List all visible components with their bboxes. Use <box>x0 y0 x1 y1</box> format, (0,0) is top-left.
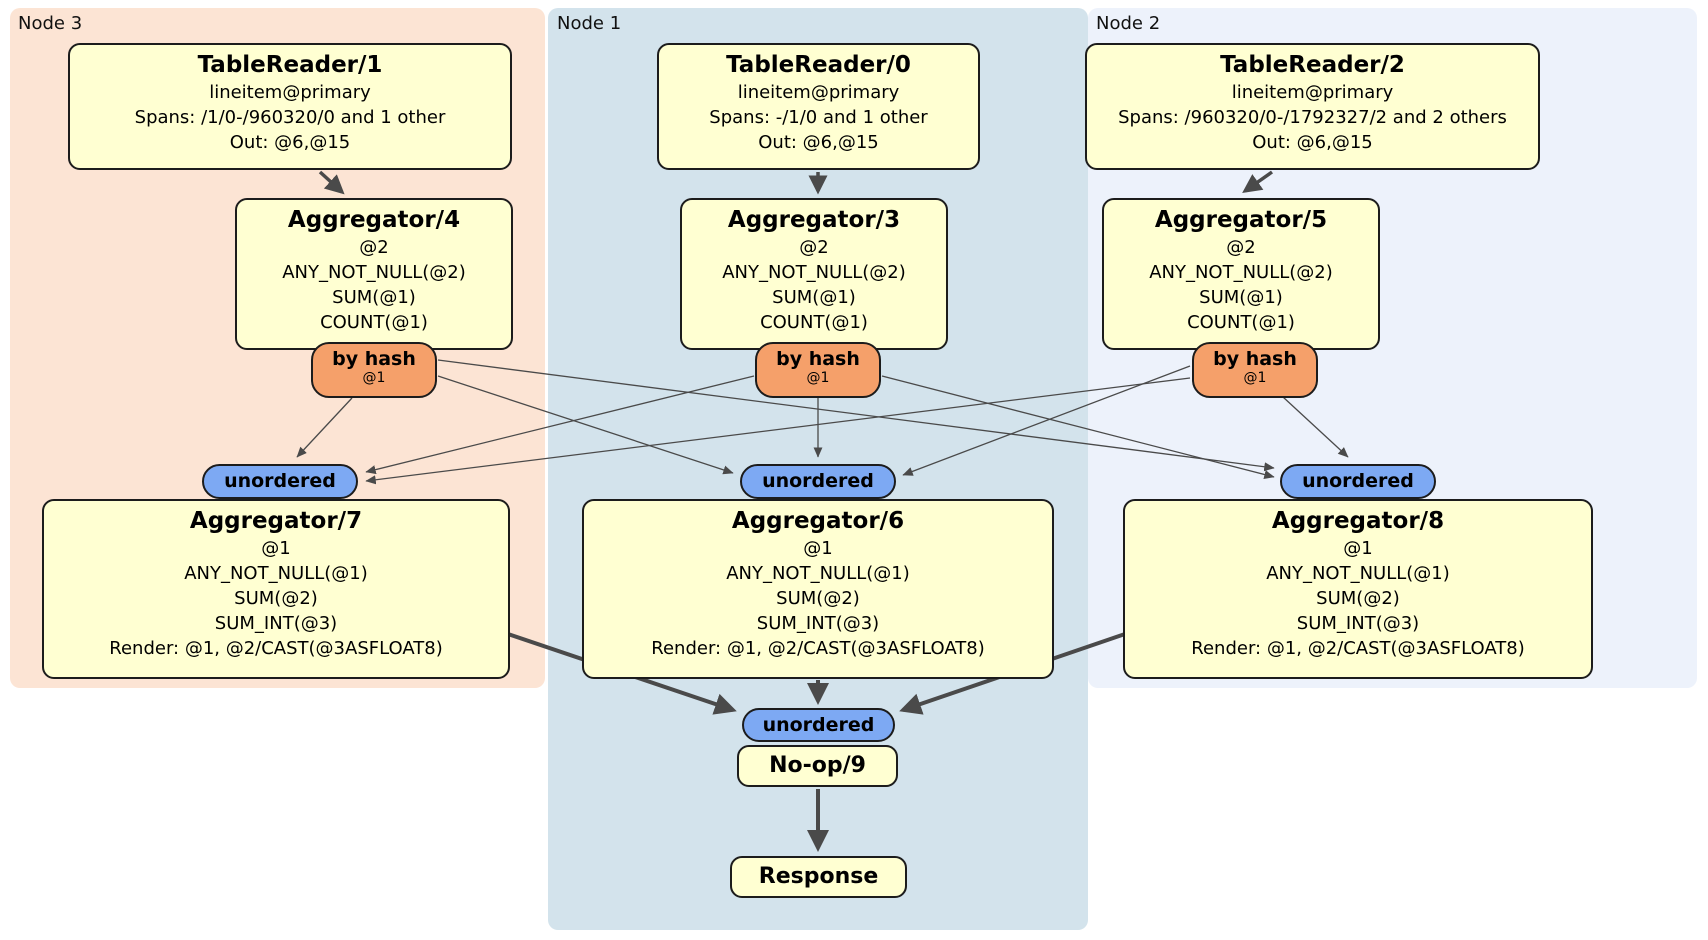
processor-detail: SUM(@1) <box>772 287 856 308</box>
processor-detail: SUM(@2) <box>234 588 318 609</box>
response-node: Response <box>730 856 907 898</box>
router-label: by hash <box>1213 348 1297 370</box>
processor-aggregator-5: Aggregator/5 @2 ANY_NOT_NULL(@2) SUM(@1)… <box>1102 198 1380 350</box>
processor-tablereader-2: TableReader/2 lineitem@primary Spans: /9… <box>1085 43 1540 170</box>
processor-title: Aggregator/7 <box>189 508 363 534</box>
processor-detail: @1 <box>261 538 291 559</box>
node2-label: Node 2 <box>1096 13 1161 34</box>
router-key: @1 <box>806 370 830 386</box>
edge-byhash3-to-unordered3 <box>296 397 353 458</box>
processor-detail: COUNT(@1) <box>760 312 868 333</box>
processor-detail: SUM_INT(@3) <box>1296 613 1420 634</box>
processor-detail: Out: @6,@15 <box>758 132 879 153</box>
node1-label: Node 1 <box>557 13 622 34</box>
processor-title: Aggregator/8 <box>1271 508 1445 534</box>
processor-aggregator-8: Aggregator/8 @1 ANY_NOT_NULL(@1) SUM(@2)… <box>1123 499 1593 679</box>
processor-detail: @1 <box>803 538 833 559</box>
processor-detail: @2 <box>359 237 389 258</box>
router-key: @1 <box>362 370 386 386</box>
processor-detail: @2 <box>1226 237 1256 258</box>
processor-detail: ANY_NOT_NULL(@2) <box>722 262 906 283</box>
unordered-sync-node1: unordered <box>740 464 896 499</box>
processor-detail: ANY_NOT_NULL(@2) <box>282 262 466 283</box>
processor-title: Aggregator/3 <box>727 207 901 233</box>
processor-title: No-op/9 <box>769 753 866 778</box>
hash-router-node2: by hash @1 <box>1192 342 1318 398</box>
processor-detail: ANY_NOT_NULL(@1) <box>726 563 910 584</box>
processor-detail: Render: @1, @2/CAST(@3ASFLOAT8) <box>109 638 443 659</box>
processor-detail: @2 <box>799 237 829 258</box>
processor-detail: Out: @6,@15 <box>1252 132 1373 153</box>
edge-byhash1-to-unordered2 <box>881 375 1275 479</box>
sync-label: unordered <box>224 470 336 492</box>
edge-tablereader1-to-aggregator4 <box>318 170 345 195</box>
processor-detail: SUM_INT(@3) <box>756 613 880 634</box>
processor-title: TableReader/0 <box>726 52 911 78</box>
edge-byhash3-to-unordered2 <box>437 359 1275 472</box>
processor-detail: SUM(@2) <box>1316 588 1400 609</box>
processor-aggregator-3: Aggregator/3 @2 ANY_NOT_NULL(@2) SUM(@1)… <box>680 198 948 350</box>
processor-detail: SUM(@1) <box>332 287 416 308</box>
processor-detail: lineitem@primary <box>209 82 371 103</box>
processor-detail: Spans: /1/0-/960320/0 and 1 other <box>134 107 446 128</box>
processor-aggregator-7: Aggregator/7 @1 ANY_NOT_NULL(@1) SUM(@2)… <box>42 499 510 679</box>
processor-title: TableReader/1 <box>197 52 383 78</box>
processor-detail: Render: @1, @2/CAST(@3ASFLOAT8) <box>1191 638 1525 659</box>
processor-detail: Spans: -/1/0 and 1 other <box>709 107 928 128</box>
router-key: @1 <box>1243 370 1267 386</box>
sync-label: unordered <box>1302 470 1414 492</box>
processor-detail: Spans: /960320/0-/1792327/2 and 2 others <box>1118 107 1507 128</box>
edge-byhash2-to-unordered1 <box>902 365 1191 476</box>
processor-detail: ANY_NOT_NULL(@1) <box>1266 563 1450 584</box>
processor-title: Aggregator/4 <box>287 207 461 233</box>
processor-tablereader-1: TableReader/1 lineitem@primary Spans: /1… <box>68 43 512 170</box>
processor-title: Aggregator/5 <box>1154 207 1328 233</box>
processor-detail: Render: @1, @2/CAST(@3ASFLOAT8) <box>651 638 985 659</box>
unordered-sync-node3: unordered <box>202 464 358 499</box>
edge-byhash2-to-unordered2 <box>1282 396 1349 458</box>
node3-label: Node 3 <box>18 13 83 34</box>
sync-label: unordered <box>762 470 874 492</box>
unordered-sync-node2: unordered <box>1280 464 1436 499</box>
sync-label: unordered <box>762 714 875 736</box>
processor-detail: ANY_NOT_NULL(@1) <box>184 563 368 584</box>
hash-router-node1: by hash @1 <box>755 342 881 398</box>
edge-byhash2-to-unordered3 <box>365 377 1191 485</box>
processor-detail: @1 <box>1343 538 1373 559</box>
processor-detail: Out: @6,@15 <box>229 132 351 153</box>
edge-tablereader2-to-aggregator5 <box>1242 170 1274 194</box>
processor-detail: ANY_NOT_NULL(@2) <box>1149 262 1333 283</box>
processor-detail: SUM_INT(@3) <box>214 613 338 634</box>
router-label: by hash <box>776 348 860 370</box>
processor-detail: COUNT(@1) <box>320 312 428 333</box>
processor-detail: lineitem@primary <box>1231 82 1394 103</box>
router-label: by hash <box>332 348 416 370</box>
processor-detail: lineitem@primary <box>737 82 900 103</box>
processor-title: Aggregator/6 <box>731 508 905 534</box>
edge-byhash3-to-unordered1 <box>437 375 734 475</box>
processor-title: TableReader/2 <box>1220 52 1405 78</box>
unordered-sync-final: unordered <box>742 708 895 742</box>
processor-tablereader-0: TableReader/0 lineitem@primary Spans: -/… <box>657 43 980 170</box>
processor-aggregator-4: Aggregator/4 @2 ANY_NOT_NULL(@2) SUM(@1)… <box>235 198 513 350</box>
edge-byhash1-to-unordered3 <box>365 375 755 475</box>
processor-noop-9: No-op/9 <box>737 745 898 787</box>
processor-title: Response <box>758 864 879 889</box>
processor-detail: SUM(@1) <box>1199 287 1283 308</box>
processor-detail: SUM(@2) <box>776 588 860 609</box>
processor-detail: COUNT(@1) <box>1187 312 1295 333</box>
processor-aggregator-6: Aggregator/6 @1 ANY_NOT_NULL(@1) SUM(@2)… <box>582 499 1054 679</box>
hash-router-node3: by hash @1 <box>311 342 437 398</box>
